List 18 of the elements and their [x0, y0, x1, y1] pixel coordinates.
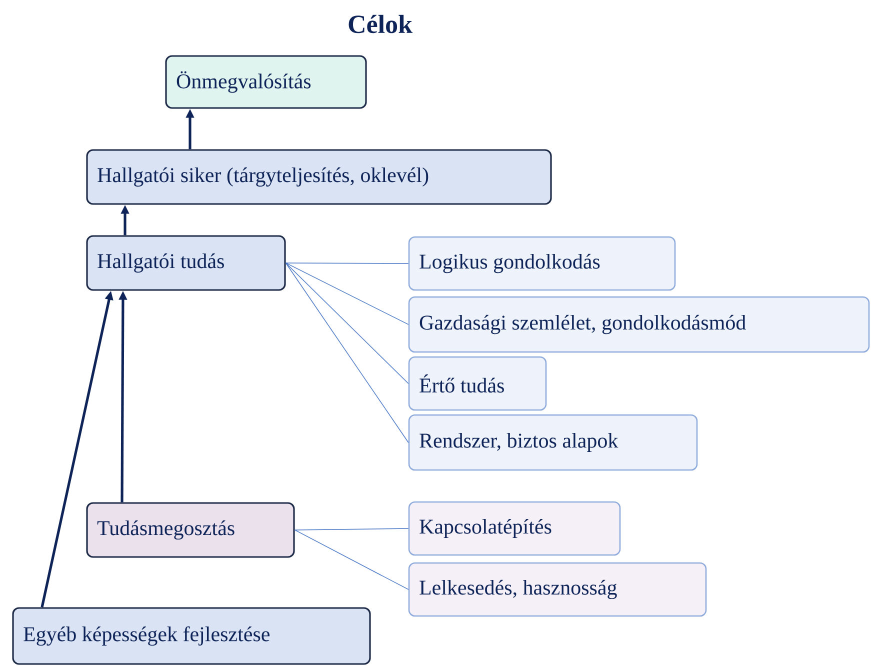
sub-box: Logikus gondolkodás [408, 236, 676, 291]
sub-box: Rendszer, biztos alapok [408, 414, 698, 471]
sub-box: Értő tudás [408, 356, 547, 411]
connector-line [285, 262, 409, 443]
goal-box: Hallgatói siker (tárgyteljesítés, oklevél) [86, 149, 552, 205]
goal-box: Tudásmegosztás [86, 502, 295, 558]
connector-line [294, 530, 409, 590]
goal-box: Önmegvalósítás [165, 55, 367, 109]
sub-box: Lelkesedés, hasznosság [408, 562, 707, 617]
sub-box: Gazdasági szemlélet, gondolkodásmód [408, 296, 870, 353]
goal-box: Egyéb képességek fejlesztése [12, 607, 371, 665]
connector-line [285, 262, 409, 264]
title: Célok [348, 14, 412, 34]
connector-line [294, 528, 409, 530]
goal-box: Hallgatói tudás [86, 235, 286, 291]
connector-line [285, 262, 409, 384]
sub-box: Kapcsolatépítés [408, 501, 621, 556]
connector-line [285, 262, 409, 325]
